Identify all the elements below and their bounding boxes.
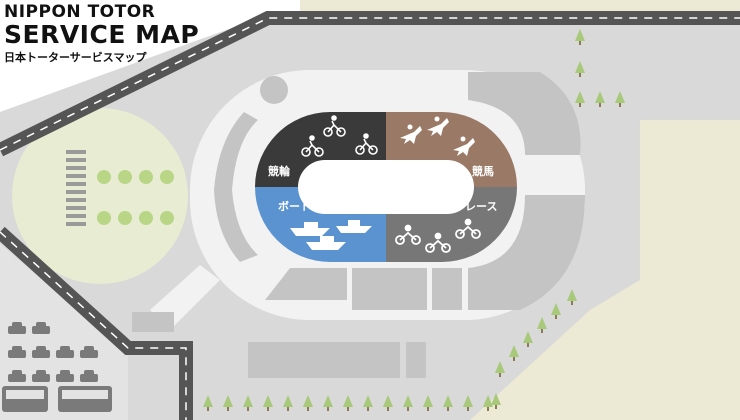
auto-race-label: オートレース xyxy=(432,200,497,213)
tree-icon xyxy=(509,345,519,361)
car-icon xyxy=(8,322,26,334)
car-icon xyxy=(32,322,50,334)
small-annex xyxy=(406,342,426,378)
tree-icon xyxy=(615,91,625,107)
tree-icon xyxy=(495,361,505,377)
tree-icon xyxy=(551,303,561,319)
tree-icon xyxy=(537,317,547,333)
car-icon xyxy=(80,346,98,358)
car-icon xyxy=(8,346,26,358)
bush-icon xyxy=(97,211,111,225)
annex-building xyxy=(248,342,400,378)
title-line-2: SERVICE MAP xyxy=(4,20,200,49)
tree-icon xyxy=(323,395,333,411)
tree-group xyxy=(203,29,625,411)
tree-icon xyxy=(343,395,353,411)
motorcycle-icon xyxy=(395,218,481,253)
tree-icon xyxy=(203,395,213,411)
tree-icon xyxy=(223,395,233,411)
bush-icon xyxy=(118,170,132,184)
gatehouse xyxy=(132,312,174,332)
tree-icon xyxy=(263,395,273,411)
crosswalk xyxy=(66,150,86,226)
tree-icon xyxy=(575,29,585,45)
tree-icon xyxy=(303,395,313,411)
car-icon xyxy=(32,346,50,358)
car-icon xyxy=(56,370,74,382)
tree-icon xyxy=(403,395,413,411)
car-icon xyxy=(8,370,26,382)
tree-icon xyxy=(243,395,253,411)
bush-icon xyxy=(160,170,174,184)
boat-race-label: ボートレース xyxy=(278,199,343,213)
horse-racing-icon xyxy=(400,116,475,156)
car-icon xyxy=(56,346,74,358)
bush-icon xyxy=(139,211,153,225)
keiba-label: 競馬 xyxy=(472,164,494,178)
car-icon xyxy=(32,370,50,382)
tree-icon xyxy=(595,91,605,107)
tree-icon xyxy=(383,395,393,411)
bush-group xyxy=(97,170,174,225)
main-road xyxy=(0,11,740,157)
bush-icon xyxy=(118,211,132,225)
tree-icon xyxy=(567,289,577,305)
grandstand-buildings xyxy=(214,72,585,310)
garden-circle xyxy=(12,108,188,284)
title-line-3: 日本トーターサービスマップ xyxy=(4,51,147,64)
tree-icon xyxy=(423,395,433,411)
tree-icon xyxy=(463,395,473,411)
bush-icon xyxy=(97,170,111,184)
map-title: NIPPON TOTOR SERVICE MAP 日本トーターサービスマップ xyxy=(4,2,199,65)
round-building xyxy=(260,76,288,104)
tree-icon xyxy=(523,331,533,347)
side-road xyxy=(0,226,193,420)
tree-icon xyxy=(483,395,493,411)
tree-icon xyxy=(283,395,293,411)
title-line-1: NIPPON TOTOR xyxy=(4,2,156,22)
car-icon xyxy=(8,322,98,382)
inner-track xyxy=(298,160,474,214)
tree-icon xyxy=(575,61,585,77)
bush-icon xyxy=(139,170,153,184)
tree-icon xyxy=(491,393,501,409)
bush-icon xyxy=(160,211,174,225)
tree-icon xyxy=(575,91,585,107)
tree-icon xyxy=(443,395,453,411)
keirin-label: 競輪 xyxy=(268,164,291,178)
bicycle-icon xyxy=(301,115,378,157)
bus-icon xyxy=(2,386,112,412)
tree-icon xyxy=(363,395,373,411)
speedboat-icon xyxy=(290,220,372,250)
car-icon xyxy=(80,370,98,382)
